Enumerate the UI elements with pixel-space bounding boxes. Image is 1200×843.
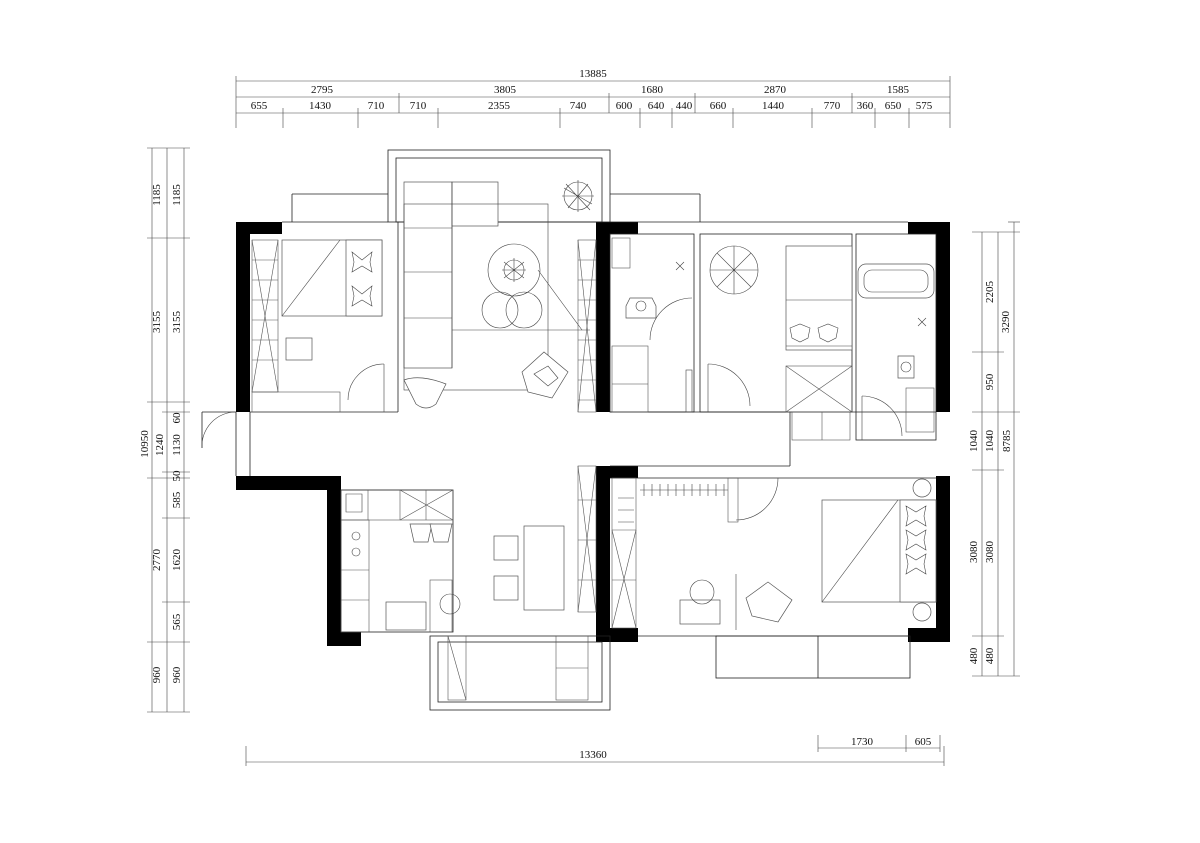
bathroom-1 bbox=[611, 237, 693, 413]
dim-top2-13: 360 bbox=[857, 100, 874, 112]
dim-right-7: 480 bbox=[968, 647, 980, 664]
dim-top2-5: 2355 bbox=[488, 100, 511, 112]
bottom-dimensions: 1730 605 13360 bbox=[245, 735, 945, 766]
stove-burner-icon bbox=[351, 531, 361, 541]
dim-leftin-10: 960 bbox=[171, 666, 183, 683]
dim-top2-3: 710 bbox=[368, 100, 385, 112]
dim-leftin-7: 585 bbox=[171, 491, 183, 508]
dim-leftin-5: 1130 bbox=[171, 434, 183, 456]
dim-right-2: 950 bbox=[984, 373, 996, 390]
toilet-icon-2 bbox=[897, 355, 915, 379]
umbrella-icon bbox=[709, 245, 759, 295]
dim-leftin-3: 60 bbox=[171, 412, 183, 424]
dim-bottom-2: 605 bbox=[915, 736, 932, 748]
living-room bbox=[403, 180, 594, 409]
structural-walls bbox=[236, 222, 950, 646]
bedroom-1 bbox=[251, 239, 385, 413]
dim-top2-10: 660 bbox=[710, 100, 727, 112]
master-bedroom bbox=[611, 477, 937, 630]
dim-top2-14: 650 bbox=[885, 100, 902, 112]
dim-top2-11: 1440 bbox=[762, 100, 785, 112]
bathroom-2 bbox=[857, 263, 935, 440]
dim-top2-12: 770 bbox=[824, 100, 841, 112]
dim-top2-6: 740 bbox=[570, 100, 587, 112]
dim-left-5: 960 bbox=[151, 666, 163, 683]
dining-area bbox=[447, 525, 589, 701]
dim-top-4: 2870 bbox=[764, 84, 787, 96]
dim-top-3: 1680 bbox=[641, 84, 664, 96]
dim-top-total: 13885 bbox=[579, 68, 607, 80]
dim-left-4: 2770 bbox=[151, 549, 163, 572]
dim-right-1: 2205 bbox=[984, 281, 996, 304]
dim-leftin-8: 1620 bbox=[171, 549, 183, 572]
tv-cabinet bbox=[577, 239, 597, 613]
bathtub-icon bbox=[857, 263, 935, 299]
dim-top-1: 2795 bbox=[311, 84, 334, 96]
dim-right-4: 1040 bbox=[984, 430, 996, 453]
dim-top2-1: 655 bbox=[251, 100, 268, 112]
bedroom-2 bbox=[707, 245, 853, 441]
dim-top-5: 1585 bbox=[887, 84, 910, 96]
kitchen bbox=[340, 489, 461, 633]
top-dimensions: 13885 2795 3805 1680 2870 1585 655 1430 … bbox=[235, 68, 951, 128]
dim-leftin-1: 1185 bbox=[171, 184, 183, 206]
dim-top2-9: 440 bbox=[676, 100, 693, 112]
dim-left-1: 1185 bbox=[151, 184, 163, 206]
dim-right-5: 3080 bbox=[968, 541, 980, 564]
partition-lines bbox=[201, 149, 937, 711]
dim-top2-4: 710 bbox=[410, 100, 427, 112]
dim-top2-15: 575 bbox=[916, 100, 933, 112]
dim-bottom-total: 13360 bbox=[579, 749, 607, 761]
right-dimensions: 2205 3290 950 1040 1040 8785 3080 3080 4… bbox=[968, 221, 1020, 677]
hanger-rail bbox=[618, 484, 728, 523]
dim-right-8: 480 bbox=[984, 647, 996, 664]
dim-right-3: 1040 bbox=[968, 430, 980, 453]
dining-table bbox=[523, 525, 565, 611]
dim-leftin-6: 50 bbox=[171, 470, 183, 482]
dim-right-total: 8785 bbox=[1001, 430, 1013, 453]
dim-top2-8: 640 bbox=[648, 100, 665, 112]
coffee-table bbox=[487, 243, 541, 297]
dim-leftin-4: 1240 bbox=[154, 434, 166, 457]
plant-icon bbox=[562, 180, 594, 212]
nightstand-lamp-icon-2 bbox=[912, 602, 932, 622]
dim-top2-2: 1430 bbox=[309, 100, 332, 112]
lounge-chair bbox=[521, 351, 569, 399]
dim-bottom-1: 1730 bbox=[851, 736, 874, 748]
dim-top2-7: 600 bbox=[616, 100, 633, 112]
dim-left-total: 10950 bbox=[139, 430, 151, 458]
sofa bbox=[403, 181, 453, 369]
stove-burner-icon bbox=[351, 547, 361, 557]
dim-leftin-2: 3155 bbox=[171, 311, 183, 334]
sink bbox=[385, 601, 427, 631]
dim-top-2: 3805 bbox=[494, 84, 517, 96]
left-dimensions: 1185 3155 10950 2770 960 1185 3155 60 12… bbox=[139, 147, 190, 713]
dim-left-2: 3155 bbox=[151, 311, 163, 334]
armchair bbox=[745, 581, 793, 623]
dim-leftin-9: 565 bbox=[171, 613, 183, 630]
dim-right-outer-1: 3290 bbox=[1000, 311, 1012, 334]
dim-right-6: 3080 bbox=[984, 541, 996, 564]
nightstand-lamp-icon bbox=[912, 478, 932, 498]
